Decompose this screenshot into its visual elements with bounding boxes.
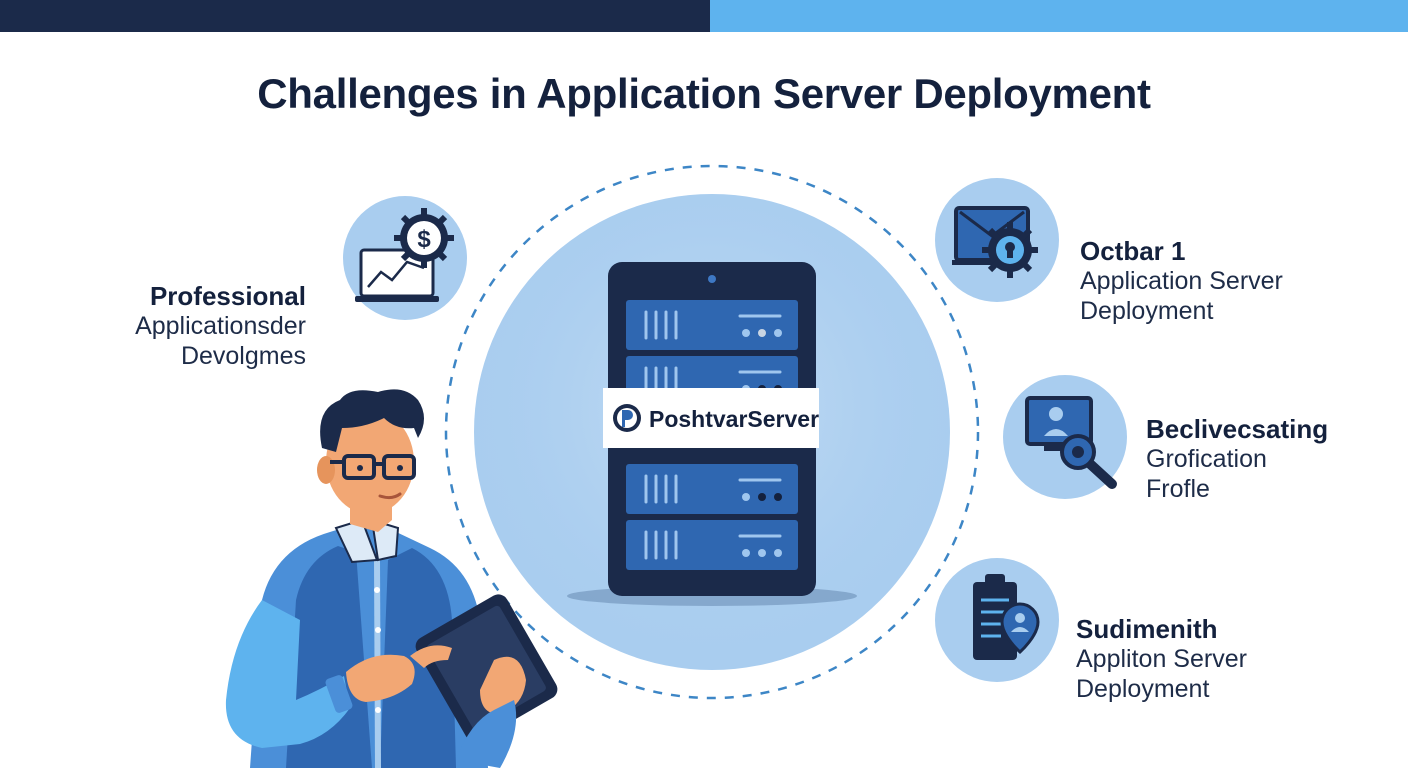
server-tower-icon [608, 262, 816, 596]
server-brand-label: PoshtvarServer [603, 388, 819, 448]
label-line: Deployment [1080, 297, 1214, 325]
finance-gear-icon: $ [343, 196, 467, 320]
label-line: Appliton Server [1076, 645, 1247, 673]
label-heading: Octbar 1 [1080, 236, 1186, 266]
label-professional: Professional Applicationsder Devolgmes [96, 281, 306, 371]
label-octbar: Octbar 1 Application Server Deployment [1080, 236, 1380, 326]
page-title: Challenges in Application Server Deploym… [257, 70, 1151, 117]
screen-search-icon [1003, 375, 1127, 499]
monitor-gear-icon [935, 178, 1059, 302]
label-line: Grofication [1146, 445, 1267, 473]
label-heading: Professional [149, 281, 306, 311]
dashed-orbit-ring [444, 164, 980, 700]
label-line: Frofle [1146, 475, 1210, 503]
label-heading: Beclivecsating [1146, 414, 1329, 444]
top-bar-light-segment [710, 0, 1408, 32]
clipboard-user-icon [935, 558, 1059, 682]
label-line: Applicationsder [135, 312, 306, 340]
label-sudimenith: Sudimenith Appliton Server Deployment [1076, 614, 1376, 704]
top-bar-dark-segment [0, 0, 710, 32]
label-line: Application Server [1080, 267, 1283, 295]
label-line: Deployment [1076, 675, 1210, 703]
label-beclivecsating: Beclivecsating Grofication Frofle [1146, 414, 1396, 504]
label-line: Devolgmes [180, 342, 306, 370]
svg-text:$: $ [417, 226, 431, 253]
person-with-tablet-illustration [225, 389, 558, 768]
label-heading: Sudimenith [1076, 614, 1218, 644]
server-brand-text: PoshtvarServer [649, 406, 819, 432]
top-accent-bar [0, 0, 1408, 32]
